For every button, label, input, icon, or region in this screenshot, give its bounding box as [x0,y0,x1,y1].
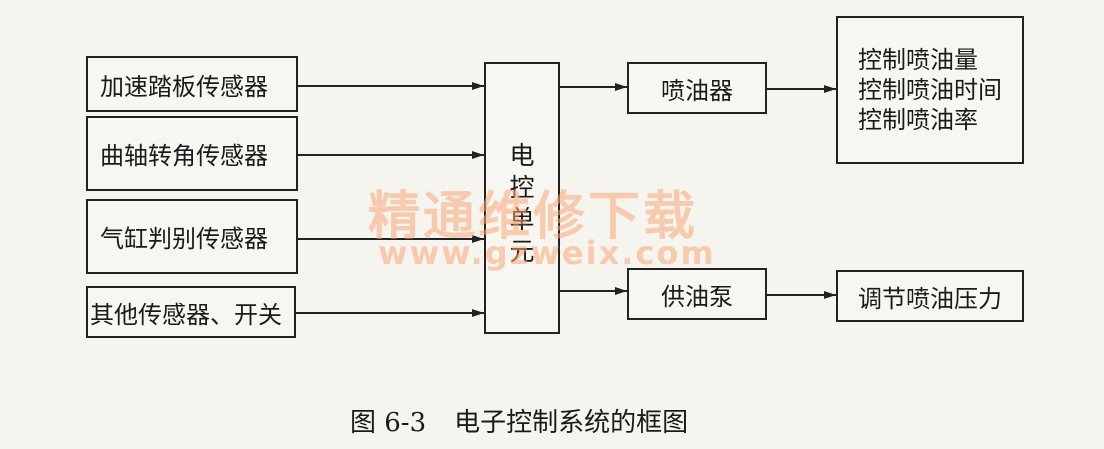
figure-title: 电子控制系统的框图 [454,408,689,438]
accelerator-pedal-sensor-box: 加速踏板传感器 [86,56,298,112]
crankshaft-angle-sensor-box: 曲轴转角传感器 [86,116,298,191]
figure-caption: 图 6-3 电子控制系统的框图 [350,402,688,439]
ecu-char-2: 控 [509,173,535,202]
pressure-regulation-box: 调节喷油压力 [836,270,1024,322]
control-injection-quantity: 控制喷油量 [858,46,978,74]
figure-number: 图 6-3 [350,408,427,438]
control-injection-timing: 控制喷油时间 [858,76,1002,104]
accelerator-pedal-sensor-label: 加速踏板传感器 [100,72,268,101]
cylinder-identification-sensor-box: 气缸判别传感器 [86,199,298,274]
injection-control-box: 控制喷油量 控制喷油时间 控制喷油率 [836,16,1024,164]
injector-label: 喷油器 [661,76,733,105]
cylinder-identification-sensor-label: 气缸判别传感器 [100,225,268,253]
fuel-pump-box: 供油泵 [627,268,767,320]
injector-box: 喷油器 [627,62,767,114]
fuel-pump-label: 供油泵 [661,282,733,311]
pressure-regulation-label: 调节喷油压力 [858,284,1002,313]
ecu-char-4: 元 [509,237,535,266]
control-injection-rate: 控制喷油率 [858,106,978,134]
crankshaft-angle-sensor-label: 曲轴转角传感器 [100,142,268,170]
ecu-char-1: 电 [509,141,535,170]
ecu-box: 电 控 单 元 [484,62,560,334]
other-sensors-switches-box: 其他传感器、开关 [86,286,296,338]
other-sensors-switches-label: 其他传感器、开关 [90,300,282,329]
ecu-char-3: 单 [509,205,535,234]
